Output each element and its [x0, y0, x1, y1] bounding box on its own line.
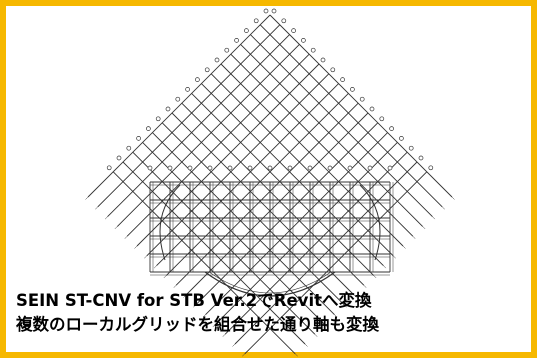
diagonal-beam-edge — [213, 76, 396, 259]
diagonal-beam-edge — [252, 36, 436, 220]
grid-bubble — [281, 18, 287, 24]
diagonal-beam-edge — [184, 105, 367, 288]
diagonal-beam-edge — [262, 27, 445, 210]
diagonal-beam-edge — [154, 134, 338, 318]
grid-bubble — [367, 165, 373, 171]
grid-bubble — [253, 18, 259, 24]
diagonal-beam-edge — [164, 125, 347, 308]
diagonal-beam-edge — [144, 76, 327, 259]
diagonal-beam-edge — [203, 85, 387, 269]
grid-bubble — [165, 106, 171, 112]
grid-bubble — [271, 8, 277, 14]
diagonal-beam-edge — [95, 27, 278, 210]
grid-bubble — [291, 28, 296, 33]
grid-bubble — [359, 96, 365, 102]
diagonal-beam-edge — [125, 164, 308, 347]
diagonal-beam-edge — [124, 56, 307, 239]
grid-bubble — [167, 165, 173, 171]
grid-bubble — [155, 116, 161, 122]
grid-bubble — [224, 47, 230, 53]
lower-arc-inner — [208, 271, 332, 294]
grid-bubble — [175, 96, 181, 102]
diagonal-beam-edge — [104, 36, 288, 220]
caption-line-2: 複数のローカルグリッドを組合せた通り軸も変換 — [16, 315, 379, 334]
grid-bubble — [347, 165, 353, 171]
grid-bubble — [350, 87, 355, 92]
right-arc — [359, 184, 381, 261]
grid-bubble — [287, 165, 293, 171]
diagonal-beam-edge — [163, 95, 347, 279]
grid-bubble — [389, 126, 394, 131]
grid-bubble — [147, 165, 153, 171]
left-arc — [159, 184, 181, 261]
diagonal-beam-edge — [85, 17, 268, 200]
grid-bubble — [227, 165, 233, 171]
diagonal-beam-edge — [114, 46, 298, 230]
diagonal-beam-edge — [193, 95, 377, 279]
grid-bubble — [408, 145, 414, 151]
diagonal-beam-edge — [232, 164, 415, 347]
grid-bubbles — [106, 8, 434, 171]
grid-bubble — [369, 106, 375, 112]
grid-bubble — [327, 165, 333, 171]
diagonal-beam-edge — [233, 56, 416, 239]
grid-bubble — [428, 165, 434, 171]
diagonal-beam-edge — [242, 46, 426, 230]
diagonal-beam-edge — [173, 105, 356, 288]
grid-bubble — [263, 8, 269, 14]
grid-bubble — [301, 38, 306, 43]
curved-grid — [159, 184, 381, 297]
grid-bubble — [340, 77, 345, 82]
grid-bubble — [399, 136, 404, 141]
grid-bubble — [387, 165, 393, 171]
grid-bubble — [106, 165, 112, 171]
grid-bubble — [234, 38, 239, 43]
grid-bubble — [204, 67, 210, 73]
grid-bubble — [307, 165, 313, 171]
grid-bubble — [185, 87, 190, 92]
grid-bubble — [330, 67, 336, 73]
grid-bubble — [136, 136, 141, 141]
grid-bubble — [207, 165, 213, 171]
diagonal-beam-edge — [183, 115, 366, 298]
grid-bubble — [195, 77, 200, 82]
diagonal-beam-edge — [174, 115, 357, 298]
diagonal-beam-edge — [242, 174, 425, 357]
diagonal-beam-edge — [272, 17, 455, 200]
grid-bubble — [214, 57, 220, 63]
diagonal-beam-edge — [153, 85, 337, 269]
grid-bubble — [320, 57, 326, 63]
grid-bubble — [126, 145, 132, 151]
grid-bubble — [418, 155, 424, 161]
diagonal-beam-edge — [115, 174, 298, 357]
caption-line-1: SEIN ST-CNV for STB Ver.2でRevitへ変換 — [16, 291, 372, 310]
grid-bubble — [247, 165, 253, 171]
grid-bubble — [244, 28, 249, 33]
diagonal-beam-edge — [193, 125, 376, 308]
grid-bubble — [267, 165, 273, 171]
diagonal-beam-edge — [202, 134, 386, 318]
lower-arc — [204, 271, 336, 297]
grid-bubble — [310, 47, 316, 53]
caption-block: SEIN ST-CNV for STB Ver.2でRevitへ変換 複数のロー… — [16, 289, 526, 337]
grid-bubble — [146, 126, 151, 131]
diagonal-grid — [85, 14, 455, 357]
grid-bubble — [116, 155, 122, 161]
grid-bubble — [187, 165, 193, 171]
grid-bubble — [379, 116, 385, 122]
